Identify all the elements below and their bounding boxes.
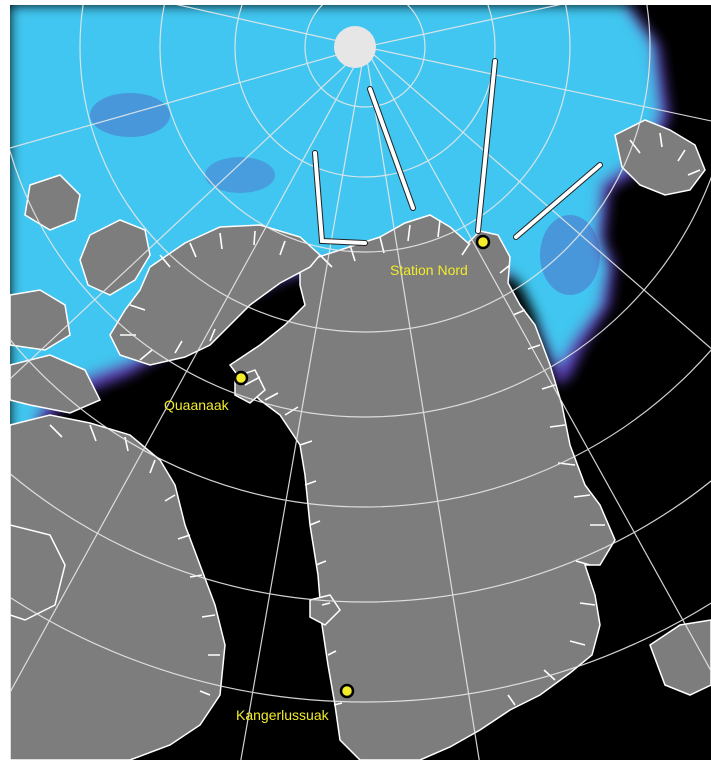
north-pole-icon	[334, 26, 376, 68]
sea-ice-pack	[10, 5, 658, 485]
landmass-island	[10, 289, 71, 351]
flight-track	[368, 87, 415, 210]
landmass-axel-heiberg	[79, 219, 151, 296]
landmass-baffin	[10, 414, 226, 760]
flight-track	[313, 151, 367, 245]
landmass-island	[24, 174, 81, 231]
station-label-quaanaak: Quaanaak	[164, 397, 230, 413]
station-marker-icon	[475, 234, 491, 250]
flight-tracks	[312, 58, 603, 246]
landmass-svalbard	[614, 119, 706, 196]
station-marker-icon	[233, 370, 249, 386]
landmass-island	[10, 524, 66, 621]
coastline-detail	[49, 132, 701, 706]
graticule	[10, 5, 711, 760]
landmass-island	[10, 354, 102, 414]
landmass-island	[309, 594, 341, 626]
flight-track	[514, 163, 602, 239]
sea-ice-patch	[90, 93, 170, 137]
flight-track	[476, 59, 497, 233]
station-label-kangerlussuak: Kangerlussuak	[236, 707, 330, 723]
station-label-station-nord: Station Nord	[390, 262, 468, 278]
land-layer	[10, 119, 711, 760]
arctic-map: Station Nord Quaanaak Kangerlussuak	[10, 5, 711, 760]
station-marker-icon	[339, 683, 355, 699]
station-markers	[233, 234, 491, 699]
map-frame: Station Nord Quaanaak Kangerlussuak	[10, 5, 711, 760]
landmass-ellesmere	[109, 224, 322, 366]
sea-ice-patch	[205, 157, 275, 193]
sea-ice-patch	[540, 215, 600, 295]
landmass-iceland	[649, 619, 711, 696]
